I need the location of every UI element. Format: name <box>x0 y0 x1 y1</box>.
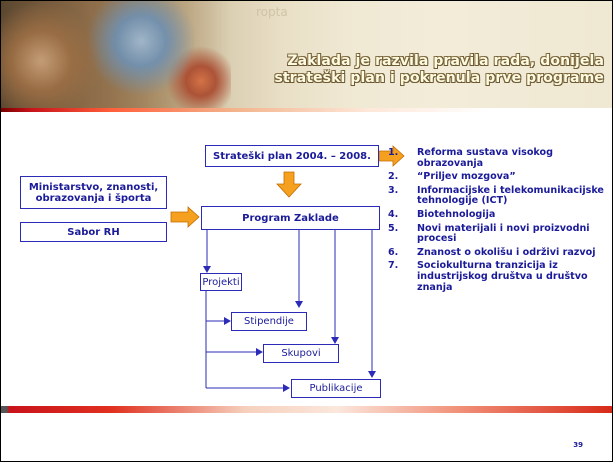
priority-item: 6.Znanost o okolišu i održivi razvoj <box>388 246 596 258</box>
header-divider-bar <box>1 108 612 112</box>
priority-item: 2.“Priljev mozgova” <box>388 171 516 183</box>
arrowhead-skupovi-left <box>256 348 263 356</box>
slide-title-line-2: strateški plan i pokrenula prve programe <box>274 70 604 86</box>
output-box-stipendije: Stipendije <box>231 312 307 331</box>
banner-photo-collage <box>1 1 231 109</box>
priority-item: 3.Informacijske i telekomunikacijske teh… <box>388 184 604 207</box>
ministry-box: Ministarstvo, znanosti, obrazovanja i šp… <box>20 176 167 209</box>
arrow-ministry-to-program <box>170 206 200 228</box>
arrowhead-projekti <box>203 266 211 273</box>
output-box-publikacije: Publikacije <box>291 379 381 398</box>
banner-faint-text: ropta <box>256 5 288 19</box>
parliament-box: Sabor RH <box>20 222 167 242</box>
footer-divider-bar <box>1 406 612 413</box>
slide-title: Zaklada je razvila pravila rada, donijel… <box>275 53 605 87</box>
priorities-list: 1.Reforma sustava visokog obrazovanja 2.… <box>388 147 610 296</box>
output-box-skupovi: Skupovi <box>263 344 339 363</box>
strategic-plan-box: Strateški plan 2004. – 2008. <box>205 145 379 167</box>
slide-title-line-1: Zaklada je razvila pravila rada, donijel… <box>287 53 604 69</box>
arrowhead-stipendije-left <box>224 317 231 325</box>
priority-item: 5.Novi materijali i novi proizvodni proc… <box>388 222 590 245</box>
priority-item: 1.Reforma sustava visokog obrazovanja <box>388 147 554 169</box>
page-number: 39 <box>573 441 583 449</box>
arrowhead-publikacije-left <box>283 384 290 392</box>
arrowhead-publikacije-top <box>368 371 376 378</box>
output-box-projekti: Projekti <box>200 273 242 291</box>
arrow-plan-to-program <box>276 171 302 198</box>
priority-item: 7.Sociokulturna tranzicija iz industrijs… <box>388 260 588 293</box>
arrowhead-stipendije-top <box>295 301 303 308</box>
header-banner: ropta Zaklada je razvila pravila rada, d… <box>1 1 612 109</box>
arrowhead-skupovi-top <box>331 337 339 344</box>
program-box: Program Zaklade <box>201 206 380 230</box>
priority-item: 4.Biotehnologija <box>388 208 496 220</box>
